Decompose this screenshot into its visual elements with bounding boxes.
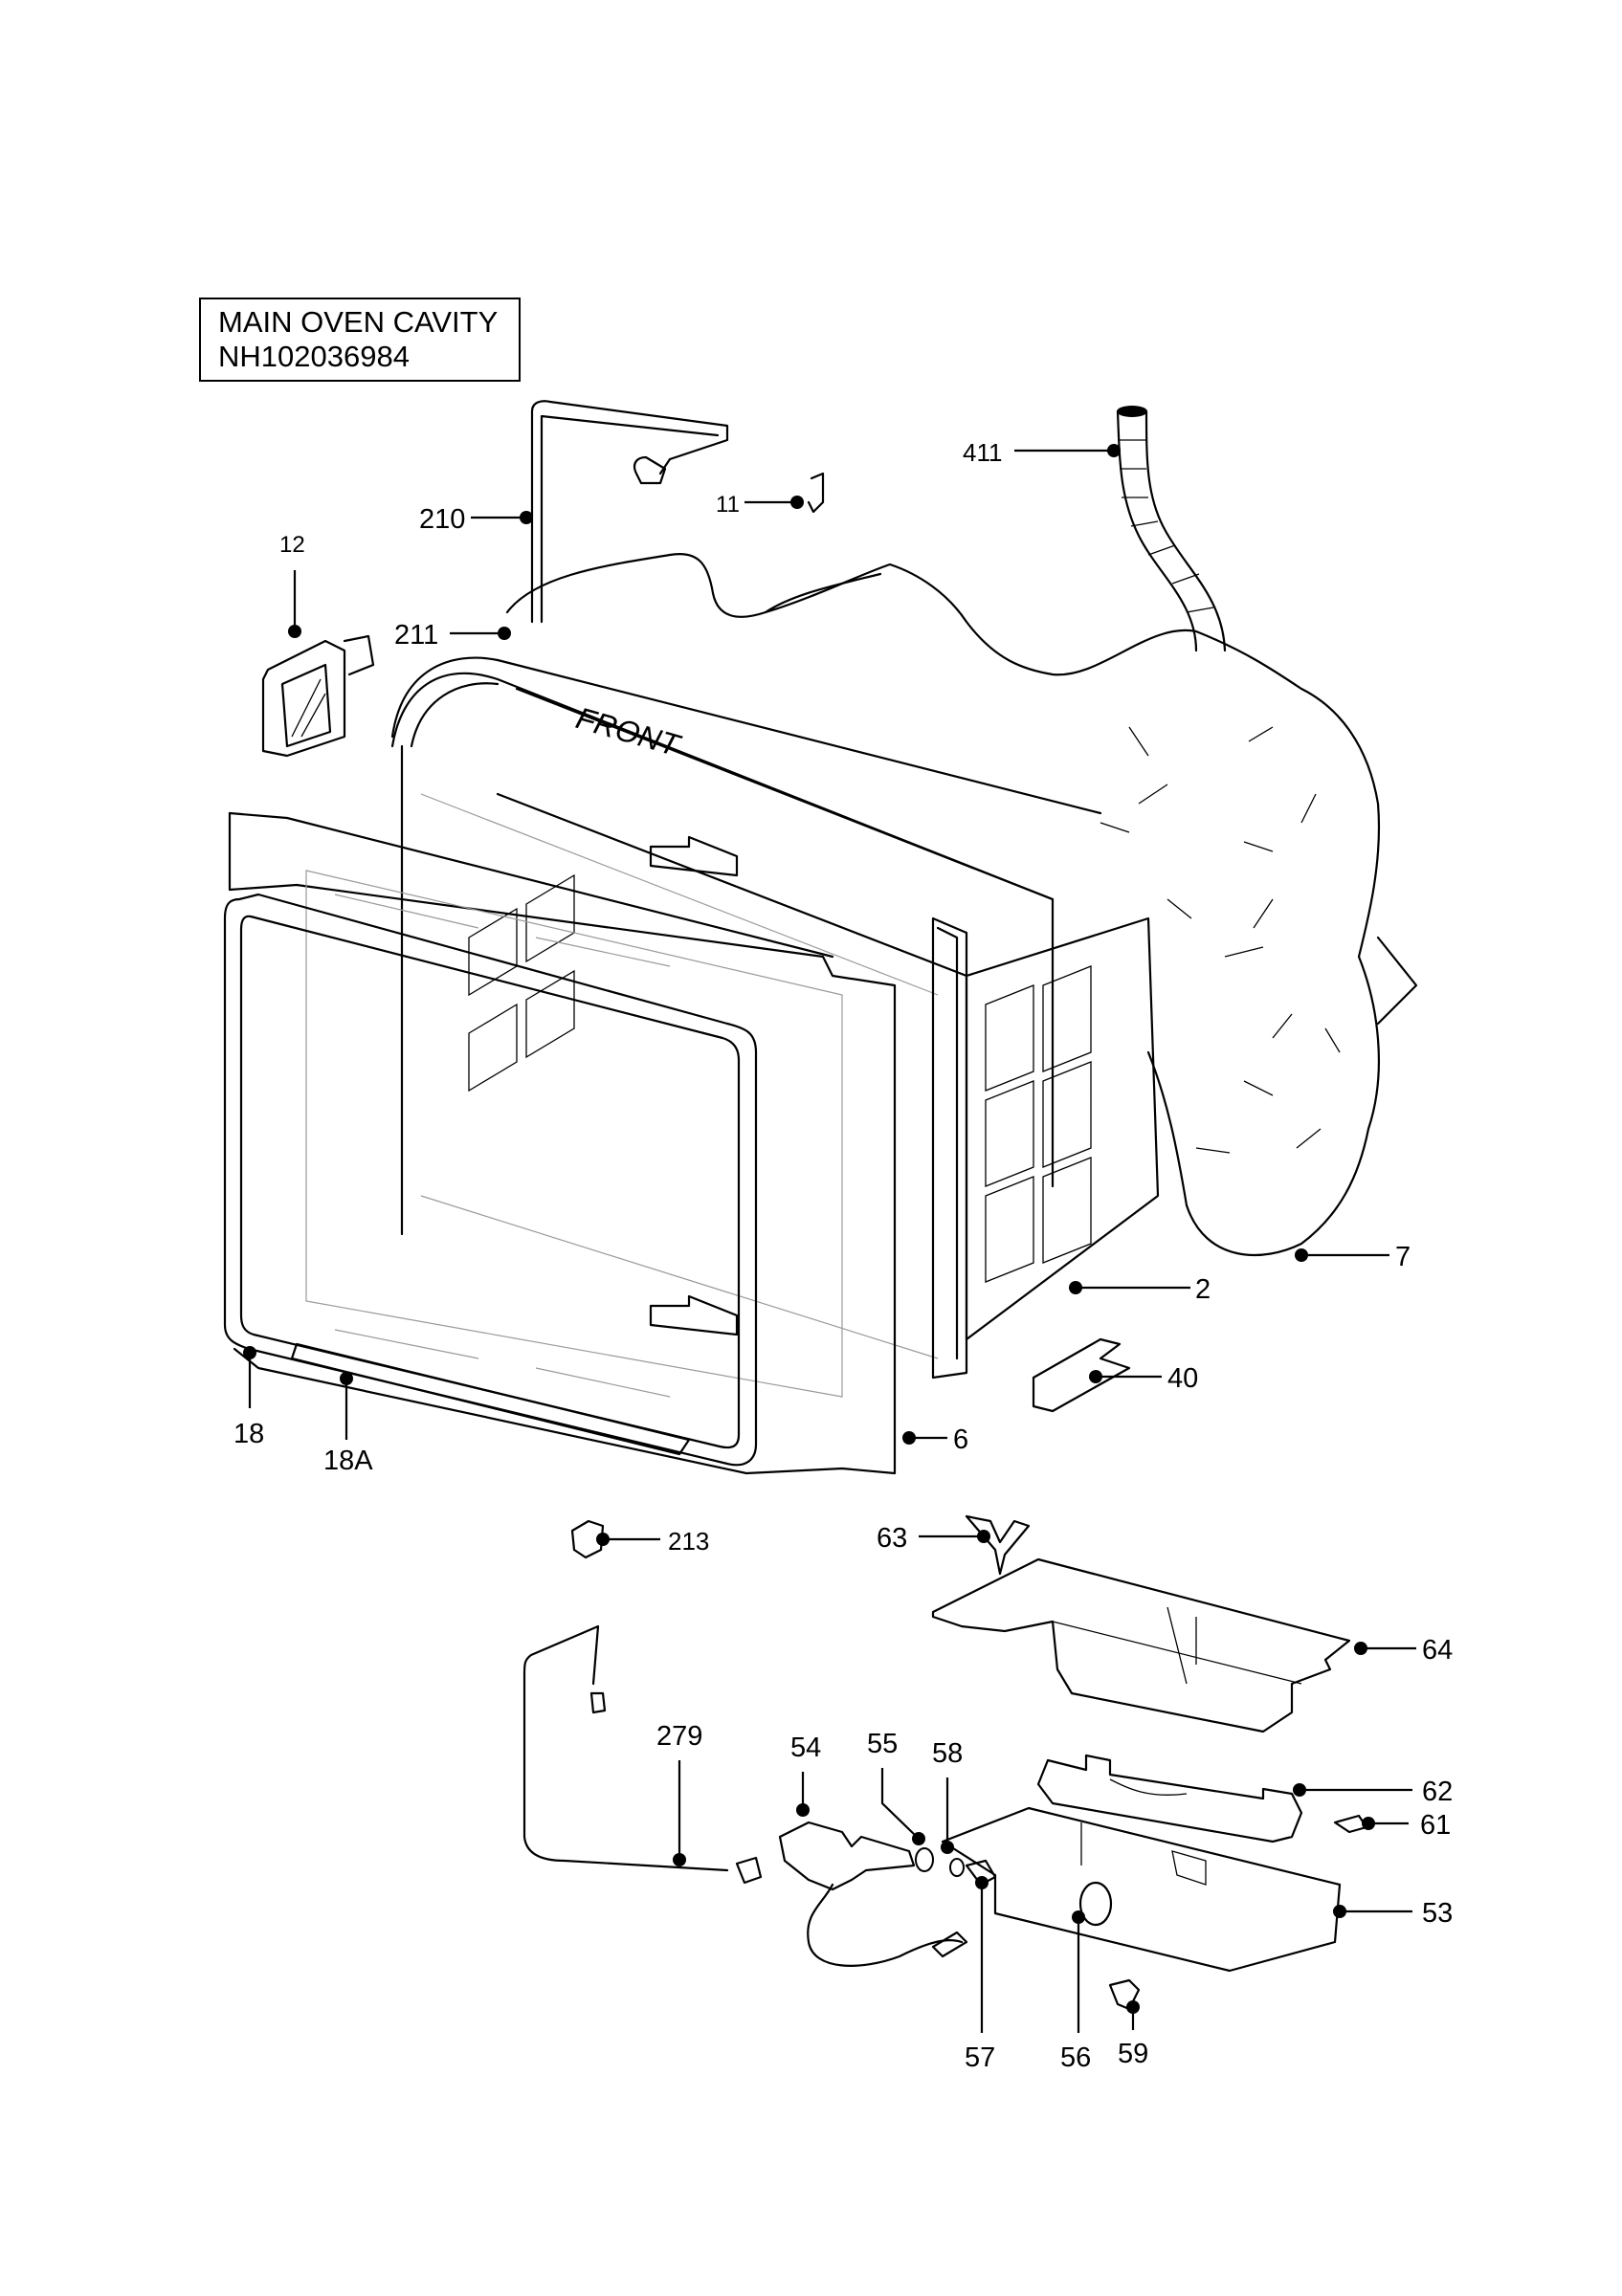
- callout-63: 63: [877, 1523, 907, 1554]
- duct-hose: [1116, 406, 1227, 652]
- diagram-title: MAIN OVEN CAVITY: [218, 305, 499, 339]
- callout-62: 62: [1422, 1777, 1453, 1807]
- callout-64: 64: [1422, 1635, 1453, 1666]
- callout-12: 12: [279, 532, 305, 558]
- callout-6: 6: [953, 1424, 968, 1455]
- callout-211: 211: [394, 620, 438, 651]
- callout-210: 210: [419, 504, 465, 535]
- callout-58: 58: [932, 1738, 963, 1769]
- side-channel: [931, 916, 968, 1380]
- insulation-blanket: [505, 552, 1418, 1257]
- callout-57: 57: [965, 2042, 995, 2073]
- clip-213: [570, 1519, 605, 1559]
- lamp-assembly: [261, 634, 375, 758]
- gas-valve: [778, 1821, 968, 1967]
- callout-40: 40: [1167, 1363, 1198, 1394]
- diagram-title-box: MAIN OVEN CAVITY NH102036984: [199, 298, 521, 382]
- callout-leaders: [243, 444, 1416, 2033]
- diagram-part-number: NH102036984: [218, 340, 410, 373]
- bracket-40: [1032, 1337, 1131, 1413]
- callout-55: 55: [867, 1729, 898, 1759]
- callout-11: 11: [716, 492, 740, 518]
- front-embossed-label: FRONT: [572, 700, 685, 763]
- clip-11: [807, 472, 825, 514]
- oven-cavity-outer: FRONT: [390, 672, 1160, 1359]
- callout-18A: 18A: [323, 1446, 373, 1476]
- ignition-wire: [522, 1624, 763, 1885]
- probe-wire: [530, 400, 729, 624]
- clip-59: [1108, 1978, 1141, 2011]
- callout-213: 213: [668, 1527, 709, 1556]
- callout-59: 59: [1118, 2039, 1148, 2069]
- callout-2: 2: [1195, 1274, 1211, 1305]
- door-seal: [223, 893, 758, 1467]
- callout-56: 56: [1060, 2042, 1091, 2073]
- base-pan: [941, 1806, 1342, 1973]
- callout-18: 18: [233, 1419, 264, 1449]
- injector-parts: [915, 1847, 997, 1887]
- callout-7: 7: [1395, 1242, 1411, 1272]
- bottom-seal-strip: [290, 1342, 691, 1456]
- heat-shield: [931, 1557, 1351, 1733]
- callout-411: 411: [963, 438, 1002, 467]
- callout-61: 61: [1420, 1810, 1451, 1841]
- top-brace: [390, 656, 1102, 815]
- clip-63: [965, 1514, 1031, 1576]
- callout-279: 279: [656, 1721, 702, 1752]
- callout-labels: 411 11 12 210 211 7 2 40 18 18A 6 213 63…: [233, 438, 1453, 2073]
- front-frame: [228, 811, 897, 1475]
- callout-53: 53: [1422, 1898, 1453, 1929]
- callout-54: 54: [790, 1733, 821, 1763]
- burner-tray: [1036, 1754, 1303, 1843]
